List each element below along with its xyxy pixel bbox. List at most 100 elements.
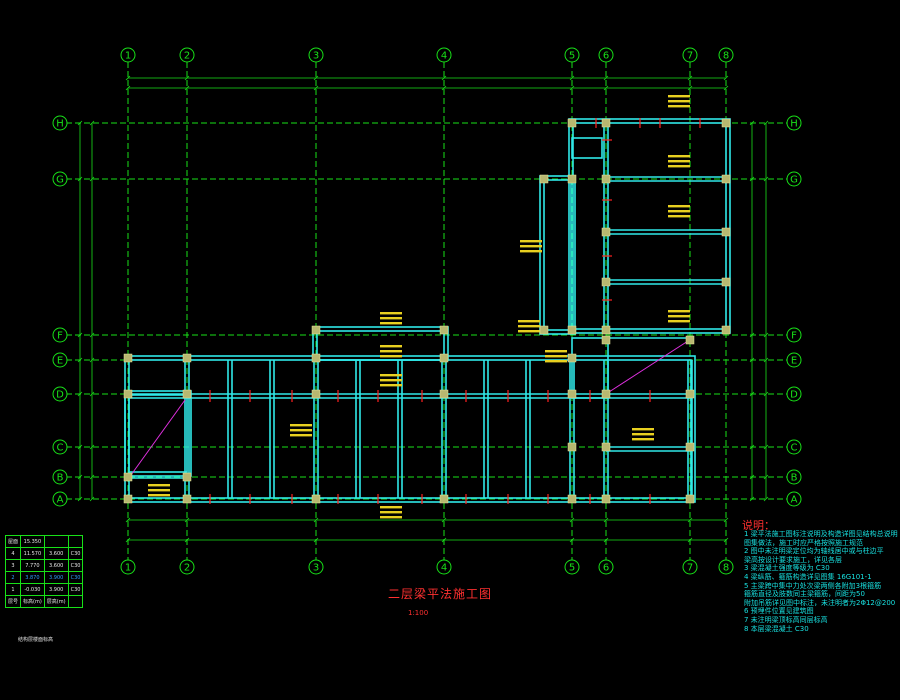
note-item: 梁高按设计要求施工，详见各层 [744, 555, 842, 564]
column [685, 494, 695, 504]
axis-bubble-3 [308, 47, 324, 63]
annotation-mark [668, 315, 690, 318]
column [567, 325, 577, 335]
dimension-tick [569, 75, 575, 81]
dimension-tick [89, 357, 95, 363]
dimension-tick [763, 357, 769, 363]
table-cell [67, 595, 84, 608]
note-item: 6 预埋件位置见建筑图 [744, 607, 814, 616]
note-item: 3 梁混凝土强度等级为 C30 [744, 564, 830, 573]
axis-label-2: 2 [184, 563, 190, 574]
dimension-tick [749, 176, 755, 182]
dimension-tick [569, 517, 575, 523]
annotation-mark [545, 350, 567, 353]
dimension-tick [125, 537, 131, 543]
column [601, 174, 611, 184]
dimension-tick [77, 444, 83, 450]
axis-label-6: 6 [603, 563, 609, 574]
note-item: 箍筋直径及肢数同主梁箍筋，间距为50 [744, 590, 865, 599]
annotation-mark [545, 355, 567, 358]
annotation-mark [380, 506, 402, 509]
column [539, 325, 549, 335]
beam-frame [568, 118, 731, 334]
beam-frame [124, 355, 696, 503]
dimension-tick [749, 332, 755, 338]
column [439, 353, 449, 363]
column [721, 118, 731, 128]
annotation-mark [668, 95, 690, 98]
table-cell: 层号 [4, 595, 22, 608]
table-cell: 3.900 [43, 583, 69, 596]
axis-label-1: 1 [125, 51, 131, 62]
axis-bubble-3 [308, 559, 324, 575]
dimension-tick [763, 444, 769, 450]
axis-bubble-7 [682, 47, 698, 63]
axis-label-4: 4 [441, 51, 447, 62]
column [311, 494, 321, 504]
axis-bubble-H [786, 115, 802, 131]
table-cell: 1 [4, 583, 22, 596]
column [311, 389, 321, 399]
column [601, 389, 611, 399]
dimension-tick [687, 75, 693, 81]
axis-bubble-G [786, 171, 802, 187]
beam-frame [128, 394, 188, 473]
dimension-tick [749, 496, 755, 502]
dimension-tick [441, 85, 447, 91]
dimension-tick [603, 517, 609, 523]
notes-list: 1 梁平法施工图标注说明及构造详图见结构总说明 图集做法，施工时应严格按照施工规… [744, 530, 898, 633]
dimension-tick [749, 357, 755, 363]
column [685, 389, 695, 399]
dimension-tick [89, 120, 95, 126]
column [182, 353, 192, 363]
dimension-tick [313, 517, 319, 523]
dimension-tick [89, 176, 95, 182]
annotation-mark [380, 312, 402, 315]
annotation-mark [518, 325, 540, 328]
dimension-tick [569, 85, 575, 91]
dimension-tick [749, 474, 755, 480]
dimension-tick [77, 357, 83, 363]
axis-label-7: 7 [687, 563, 693, 574]
annotation-mark [380, 511, 402, 514]
dimension-tick [77, 332, 83, 338]
axis-label-6: 6 [603, 51, 609, 62]
table-cell: C30 [67, 547, 84, 560]
annotation-mark [290, 429, 312, 432]
table-cell: C30 [67, 559, 84, 572]
axis-bubble-D [52, 386, 68, 402]
axis-bubble-H [52, 115, 68, 131]
beam-frame [316, 330, 445, 361]
dimension-tick [441, 537, 447, 543]
table-cell: C30 [67, 583, 84, 596]
annotation-mark [668, 155, 690, 158]
annotation-mark [380, 374, 402, 377]
beam-frame [539, 175, 576, 335]
column [123, 472, 133, 482]
note-item: 附加吊筋详见图中标注，未注明者为2Φ12@200 [744, 598, 896, 607]
table-cell [67, 535, 84, 548]
axis-label-E: E [57, 356, 63, 367]
annotation-mark [148, 484, 170, 487]
column [439, 494, 449, 504]
axis-bubble-4 [436, 47, 452, 63]
annotation-mark [668, 320, 690, 323]
axis-label-4: 4 [441, 563, 447, 574]
dimension-tick [763, 332, 769, 338]
axis-bubble-2 [179, 559, 195, 575]
dimension-tick [723, 517, 729, 523]
dimension-tick [184, 537, 190, 543]
annotation-mark [518, 330, 540, 333]
column [601, 227, 611, 237]
annotation-mark [520, 245, 542, 248]
annotation-mark [380, 355, 402, 358]
column [311, 353, 321, 363]
table-cell: C30 [67, 571, 84, 584]
axis-bubble-1 [120, 559, 136, 575]
dimension-tick [184, 517, 190, 523]
axis-bubble-F [52, 327, 68, 343]
axis-bubble-D [786, 386, 802, 402]
table-cell: 7.770 [20, 559, 45, 572]
